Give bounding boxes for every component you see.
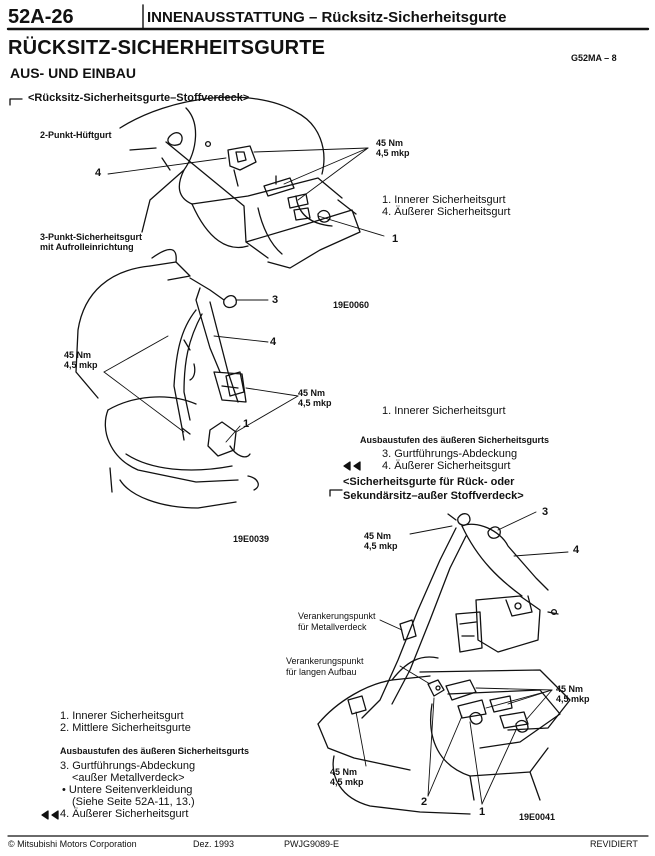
figure3-torque-b-mkp: 4,5 mkp bbox=[556, 694, 590, 704]
footer-date: Dez. 1993 bbox=[193, 839, 235, 849]
label-2point-lap-belt: 2-Punkt-Hüftgurt bbox=[40, 130, 112, 140]
anchor-long-line2: für langen Aufbau bbox=[286, 667, 357, 677]
legend-item: 1. Innerer Sicherheitsgurt bbox=[60, 710, 184, 722]
figure3-torque-a-nm: 45 Nm bbox=[364, 531, 392, 541]
figure2-callout-4: 4 bbox=[270, 336, 277, 348]
figure2-steps: 3. Gurtführungs-Abdeckung 4. Äußerer Sic… bbox=[382, 448, 517, 472]
header-dash: – bbox=[308, 9, 318, 26]
anchor-metal-top-label: Verankerungspunkt für Metallverdeck bbox=[298, 611, 376, 633]
figure2-legend: 1. Innerer Sicherheitsgurt bbox=[382, 405, 506, 417]
anchor-long-line1: Verankerungspunkt bbox=[286, 656, 364, 666]
footer-copyright: © Mitsubishi Motors Corporation bbox=[8, 839, 137, 849]
page-header-title: INNENAUSSTATTUNG – Rücksitz-Sicherheitsg… bbox=[147, 9, 507, 26]
figure2-steps-title: Ausbaustufen des äußeren Sicherheitsgurt… bbox=[360, 435, 550, 445]
figure1-legend: 1. Innerer Sicherheitsgurt 4. Äußerer Si… bbox=[382, 194, 510, 218]
bottom-steps: 3. Gurtführungs-Abdeckung <außer Metallv… bbox=[60, 760, 195, 820]
figure2-callout-3: 3 bbox=[272, 294, 279, 306]
figure1-drawing bbox=[107, 96, 385, 269]
bottom-steps-title: Ausbaustufen des äußeren Sicherheitsgurt… bbox=[60, 746, 250, 756]
figure3-drawing bbox=[317, 511, 571, 815]
figure1-torque-mkp: 4,5 mkp bbox=[376, 148, 410, 158]
figure2-drawing bbox=[75, 248, 299, 509]
label-3point-line2: mit Aufrolleinrichtung bbox=[40, 242, 134, 252]
figure3-torque-c: 45 Nm 4,5 mkp bbox=[330, 767, 364, 787]
figure2-torque-b-mkp: 4,5 mkp bbox=[298, 398, 332, 408]
figure3-torque-b: 45 Nm 4,5 mkp bbox=[556, 684, 590, 704]
figure2-code: 19E0039 bbox=[233, 534, 270, 544]
legend-item: 1. Innerer Sicherheitsgurt bbox=[382, 405, 506, 417]
figure1-callout-4: 4 bbox=[95, 167, 102, 179]
figure1-callout-1: 1 bbox=[392, 233, 399, 245]
step-item-bullet: • Untere Seitenverkleidung bbox=[62, 784, 193, 796]
label-3point-line1: 3-Punkt-Sicherheitsgurt bbox=[40, 232, 143, 242]
anchor-metal-line2: für Metallverdeck bbox=[298, 622, 367, 632]
figure2-torque-b-nm: 45 Nm bbox=[298, 388, 326, 398]
figure3-torque-c-nm: 45 Nm bbox=[330, 767, 358, 777]
figure3-callout-4: 4 bbox=[573, 544, 580, 556]
figure2-torque-b: 45 Nm 4,5 mkp bbox=[298, 388, 332, 408]
anchor-metal-line1: Verankerungspunkt bbox=[298, 611, 376, 621]
figure3-callout-2: 2 bbox=[421, 796, 428, 808]
step-item-note: <außer Metallverdeck> bbox=[72, 772, 185, 784]
figure2-torque-a: 45 Nm 4,5 mkp bbox=[64, 350, 98, 370]
legend-item: 2. Mittlere Sicherheitsgurte bbox=[60, 722, 191, 734]
figure3-callout-3: 3 bbox=[542, 506, 549, 518]
figure3-torque-a-mkp: 4,5 mkp bbox=[364, 541, 398, 551]
figure2-callout-1: 1 bbox=[243, 418, 250, 430]
label-3point-belt: 3-Punkt-Sicherheitsgurt mit Aufrolleinri… bbox=[40, 232, 142, 252]
section-title: RÜCKSITZ-SICHERHEITSGURTE bbox=[8, 37, 326, 59]
figure3-torque-c-mkp: 4,5 mkp bbox=[330, 777, 364, 787]
figure3-torque-b-nm: 45 Nm bbox=[556, 684, 584, 694]
legend-item: 4. Äußerer Sicherheitsgurt bbox=[382, 206, 511, 218]
page-number: 52A-26 bbox=[8, 6, 74, 28]
footer-status: REVIDIERT bbox=[590, 839, 638, 849]
figure3-callout-1: 1 bbox=[479, 806, 486, 818]
section-subtitle: AUS- UND EINBAU bbox=[10, 65, 136, 81]
footer-doc-id: PWJG9089-E bbox=[284, 839, 340, 849]
variant-label-other-line1: <Sicherheitsgurte für Rück- oder bbox=[343, 476, 515, 488]
figure1-code: 19E0060 bbox=[333, 300, 370, 310]
anchor-long-body-label: Verankerungspunkt für langen Aufbau bbox=[286, 656, 364, 678]
figure1-torque-nm: 45 Nm bbox=[376, 138, 404, 148]
legend-item: 1. Innerer Sicherheitsgurt bbox=[382, 194, 506, 206]
step-item: 4. Äußerer Sicherheitsgurt bbox=[382, 460, 511, 472]
variant-label-other-line2: Sekundärsitz–außer Stoffverdeck> bbox=[343, 490, 524, 502]
step-item: 4. Äußerer Sicherheitsgurt bbox=[60, 808, 189, 820]
figure2-torque-a-mkp: 4,5 mkp bbox=[64, 360, 98, 370]
reference-code: G52MA – 8 bbox=[571, 53, 617, 63]
figure2-torque-a-nm: 45 Nm bbox=[64, 350, 92, 360]
step-item-reference: (Siehe Seite 52A-11, 13.) bbox=[72, 796, 195, 808]
variant-label-other: <Sicherheitsgurte für Rück- oder Sekundä… bbox=[343, 475, 524, 503]
figure3-code: 19E0041 bbox=[519, 812, 556, 822]
figure1-torque: 45 Nm 4,5 mkp bbox=[376, 138, 410, 158]
figure3-torque-a: 45 Nm 4,5 mkp bbox=[364, 531, 398, 551]
step-item: 3. Gurtführungs-Abdeckung bbox=[60, 760, 196, 772]
chapter-title: INNENAUSSTATTUNG bbox=[147, 9, 305, 26]
topic-title: Rücksitz-Sicherheitsgurte bbox=[321, 9, 507, 26]
step-item: 3. Gurtführungs-Abdeckung bbox=[382, 448, 518, 460]
bottom-legend: 1. Innerer Sicherheitsgurt 2. Mittlere S… bbox=[60, 710, 191, 734]
